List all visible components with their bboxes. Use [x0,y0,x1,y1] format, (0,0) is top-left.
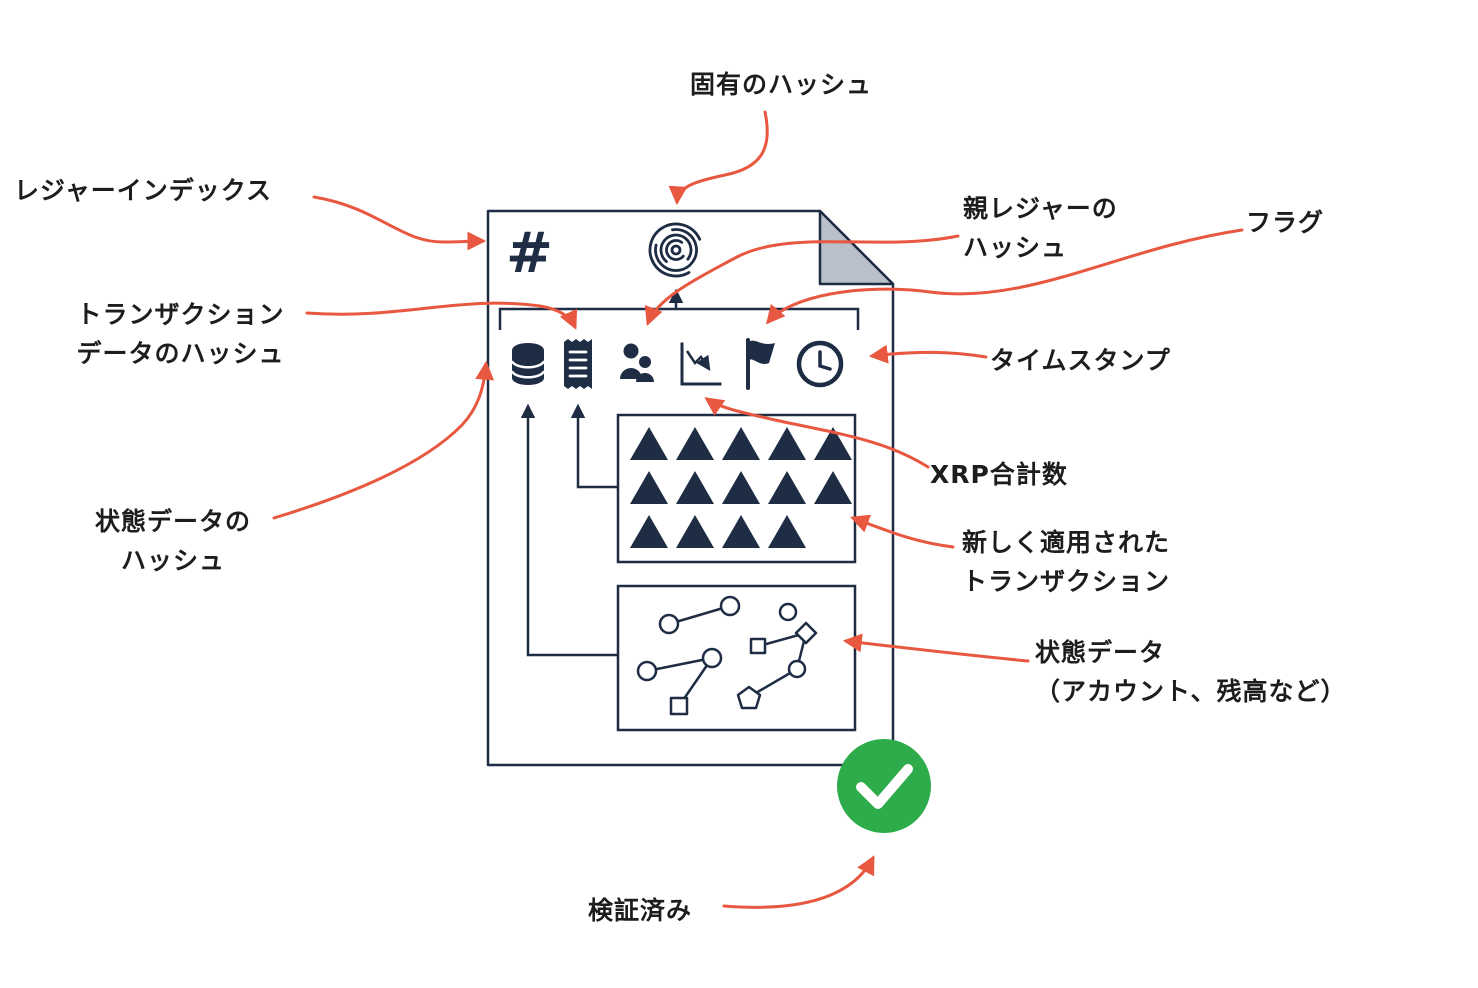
receipt-icon [564,339,592,389]
check-icon [856,764,913,809]
label-total-xrp: XRP合計数 [930,460,1068,489]
triangle [676,471,714,504]
people-icon [620,343,654,382]
graph-edges [646,604,808,707]
fingerprint-ring [659,233,693,267]
fingerprint-ring [665,239,687,261]
graph-node-circle [778,602,798,622]
label-timestamp: タイムスタンプ [990,346,1171,375]
label-state-data: 状態データ （アカウント、残高など） [1035,638,1347,706]
arrow-flags [765,228,1244,325]
graph-node-circle [658,613,680,635]
database-icon [511,343,545,385]
validated-badge [837,739,931,833]
person-head [623,343,639,359]
graph-node-square [669,696,689,716]
graph-node-circle [787,659,807,679]
label-parent-ledger-hash: 親レジャーの ハッシュ [963,194,1118,262]
person-body [636,373,654,382]
triangle [676,515,714,548]
triangle [768,471,806,504]
label-unique-hash: 固有のハッシュ [690,70,873,99]
label-transaction-data-hash: トランザクション データのハッシュ [76,300,285,368]
arrow-parent-ledger-hash [644,234,960,326]
graph-node-circle [701,647,723,669]
arrow-total-xrp [704,397,930,469]
flag-banner [748,340,775,364]
chart-trend-line [685,350,711,372]
graph-node-square [749,637,767,655]
header-bracket [498,307,860,330]
arrow-validated [722,855,875,909]
hash-symbol: # [506,221,553,286]
arrow-ledger-index [312,195,487,251]
person-body [620,368,642,379]
flag-icon [746,338,775,390]
fingerprint-ring [648,222,704,278]
transactions-to-receipt-connector [570,403,618,489]
triangle [768,515,806,548]
receipt-lines [568,350,588,378]
triangle [630,515,668,548]
label-validated: 検証済み [588,896,693,925]
graph-node-circle [719,595,741,617]
database-band [511,360,545,369]
triangle [814,471,852,504]
triangle [630,471,668,504]
arrow-state-data [842,633,1030,663]
person-head [639,356,651,368]
check-circle [837,739,931,833]
label-state-data-hash: 状態データの ハッシュ [94,507,251,575]
fingerprint-icon [648,222,704,278]
triangle [722,427,760,460]
chart-axes [680,342,722,386]
annotation-arrows [272,110,1244,909]
state-data-box [616,584,857,732]
state-to-database-connector [520,403,618,657]
arrow-timestamp [868,344,988,364]
transaction-triangles [630,427,852,548]
graph-node-diamond [794,621,818,645]
chart-down-icon [680,342,722,386]
label-flags: フラグ [1246,208,1325,237]
folded-corner [818,209,895,286]
triangle [722,471,760,504]
graph-node-pentagon [736,685,762,710]
triangle [630,427,668,460]
clock-hands [818,350,832,371]
receipt-body [564,339,592,389]
graph-node-circle [636,660,658,682]
arrow-unique-hash [668,110,769,206]
fingerprint-ring [654,228,698,272]
clock-icon [796,340,844,388]
transactions-box [616,413,857,564]
fingerprint-ring [670,244,682,256]
arrow-transaction-data-hash [305,301,578,330]
arrow-state-data-hash [272,360,495,520]
state-graph [636,595,818,716]
triangle [722,515,760,548]
arrow-new-transactions [850,514,955,549]
triangle [676,427,714,460]
triangle [768,427,806,460]
database-band [511,370,545,379]
triangle [814,427,852,460]
label-ledger-index: レジャーインデックス [14,176,273,205]
label-new-transactions: 新しく適用された トランザクション [962,528,1171,596]
